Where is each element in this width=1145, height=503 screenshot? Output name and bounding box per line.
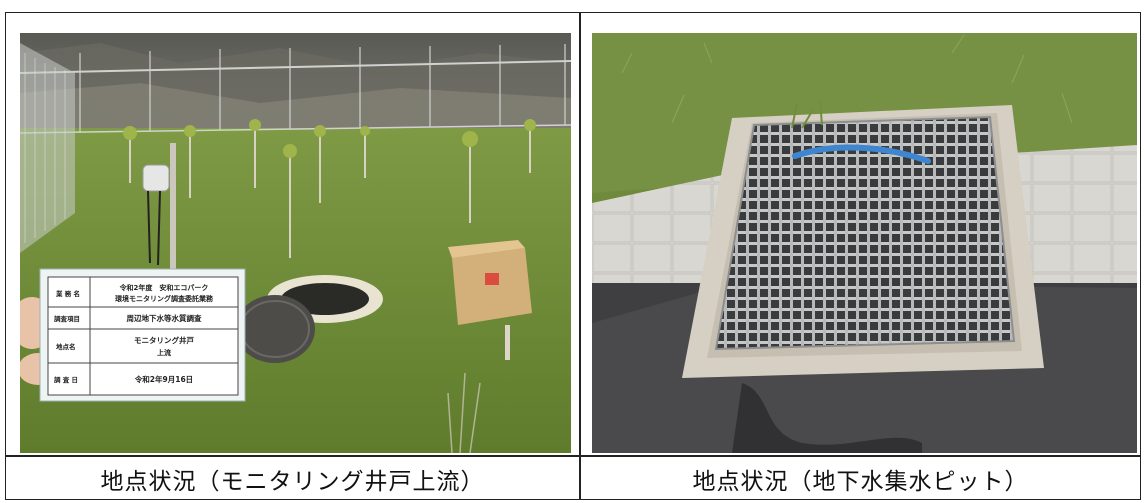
photo-monitoring-well-image: 業 務 名 令和2年度 安和エコパーク 環境モニタリング調査委託業務 調査項目 … (20, 33, 571, 453)
board-value-date: 令和2年9月16日 (134, 374, 193, 384)
photo-monitoring-well-upstream: 業 務 名 令和2年度 安和エコパーク 環境モニタリング調査委託業務 調査項目 … (20, 33, 571, 453)
caption-groundwater-pit: 地点状況（地下水集水ピット） (692, 468, 1029, 495)
photo-table: 業 務 名 令和2年度 安和エコパーク 環境モニタリング調査委託業務 調査項目 … (5, 12, 1141, 500)
row-divider (6, 455, 1140, 457)
board-label-location: 地点名 (56, 342, 76, 351)
photo-groundwater-pit (592, 33, 1137, 453)
board-label-business: 業 務 名 (55, 289, 80, 298)
board-label-item: 調査項目 (54, 314, 80, 323)
column-divider (579, 13, 581, 499)
board-value-location-1: モニタリング井戸 (134, 335, 194, 345)
board-value-item: 周辺地下水等水質調査 (127, 313, 202, 323)
board-value-business-1: 令和2年度 安和エコパーク (119, 283, 209, 292)
survey-board: 業 務 名 令和2年度 安和エコパーク 環境モニタリング調査委託業務 調査項目 … (39, 268, 246, 402)
board-value-business-2: 環境モニタリング調査委託業務 (115, 294, 214, 303)
board-label-date: 調 査 日 (54, 375, 78, 384)
caption-monitoring-well-upstream: 地点状況（モニタリング井戸上流） (100, 468, 485, 495)
photo-groundwater-pit-image (592, 33, 1137, 453)
board-value-location-2: 上流 (157, 348, 171, 357)
